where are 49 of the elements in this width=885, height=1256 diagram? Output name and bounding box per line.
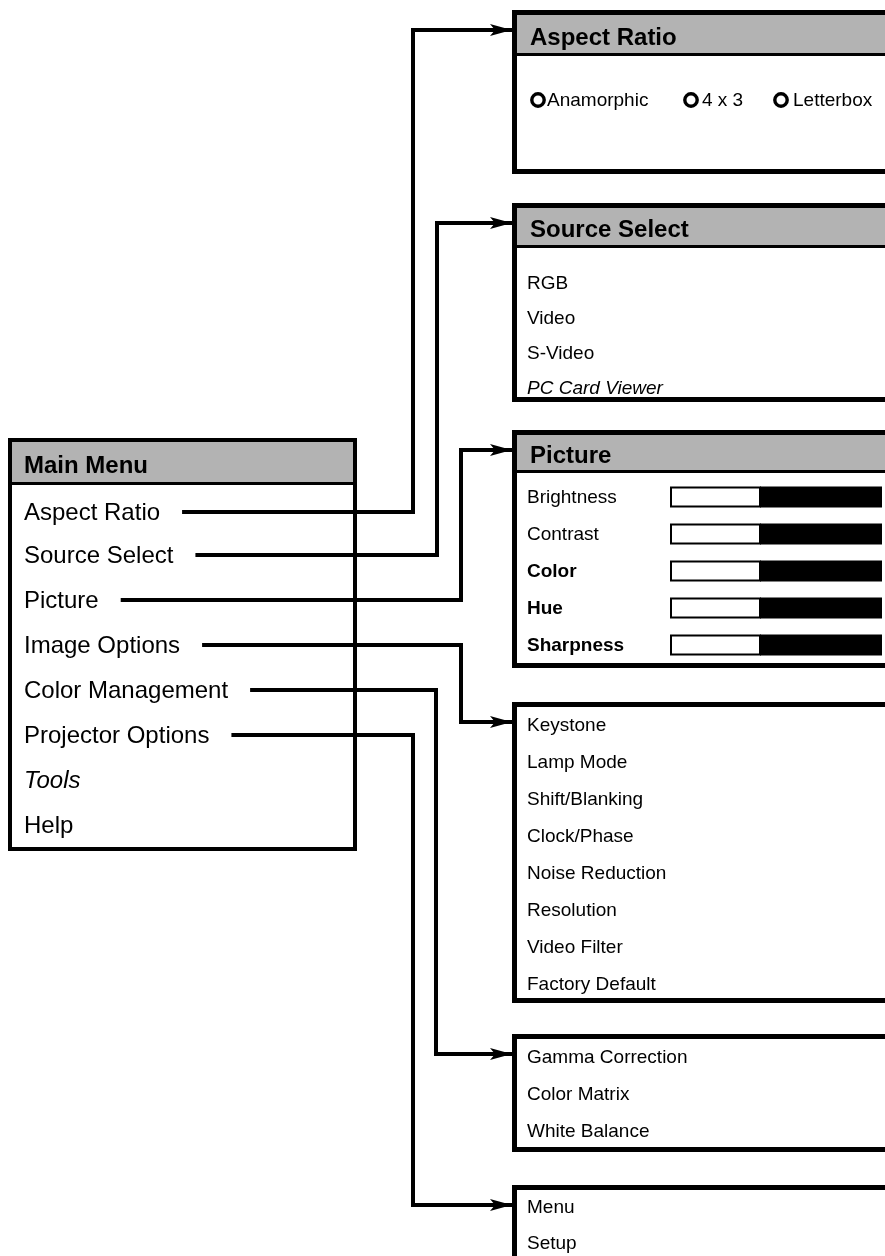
connector-arrow xyxy=(250,688,512,1060)
menu-item: Video xyxy=(527,306,576,330)
setting-label: Hue xyxy=(527,596,563,620)
panel-title: Main Menu xyxy=(24,450,148,479)
menu-item: Shift/Blanking xyxy=(527,787,644,811)
menu-item: Lamp Mode xyxy=(527,750,628,774)
panel-title: Source Select xyxy=(530,215,689,243)
setting-label: Brightness xyxy=(527,485,617,509)
menu-item: Color Management xyxy=(24,675,251,705)
panel-title: Aspect Ratio xyxy=(530,22,677,51)
option-label: 4 x 3 xyxy=(702,88,744,112)
connector-arrow xyxy=(195,217,512,557)
menu-item: Menu xyxy=(527,1195,575,1219)
menu-item: PC Card Viewer xyxy=(527,376,663,400)
option-label: Letterbox xyxy=(793,88,873,112)
menu-item: Aspect Ratio xyxy=(24,497,183,527)
menu-item: Image Options xyxy=(24,630,203,660)
submenu-panel xyxy=(512,203,885,402)
submenu-panel xyxy=(512,430,885,668)
connector-arrow xyxy=(231,733,512,1211)
menu-item: Projector Options xyxy=(24,720,232,750)
menu-item: Gamma Correction xyxy=(527,1045,688,1069)
menu-item: Keystone xyxy=(527,713,607,737)
setting-label: Color xyxy=(527,559,577,583)
menu-item: Resolution xyxy=(527,898,617,922)
menu-item: Video Filter xyxy=(527,935,623,959)
menu-item: Clock/Phase xyxy=(527,824,634,848)
menu-item: Noise Reduction xyxy=(527,861,667,885)
menu-item: Color Matrix xyxy=(527,1082,630,1106)
menu-item: Picture xyxy=(24,585,121,615)
menu-item: White Balance xyxy=(527,1119,650,1143)
connector-arrow xyxy=(182,24,512,514)
submenu-panel xyxy=(512,702,885,1003)
panel-title: Picture xyxy=(530,441,612,469)
setting-label: Sharpness xyxy=(527,633,625,657)
setting-label: Contrast xyxy=(527,522,599,546)
menu-item: Setup xyxy=(527,1231,577,1255)
menu-item: S-Video xyxy=(527,341,595,365)
menu-item: Source Select xyxy=(24,540,196,570)
connector-arrow xyxy=(202,643,512,728)
submenu-panel xyxy=(512,1034,885,1152)
connector-arrow xyxy=(120,444,512,602)
menu-item: RGB xyxy=(527,271,569,295)
menu-item: Factory Default xyxy=(527,972,656,996)
submenu-panel xyxy=(512,10,885,174)
menu-panel xyxy=(8,438,357,851)
option-label: Anamorphic xyxy=(547,88,649,112)
menu-item: Tools xyxy=(24,765,103,795)
menu-item: Help xyxy=(24,810,96,840)
